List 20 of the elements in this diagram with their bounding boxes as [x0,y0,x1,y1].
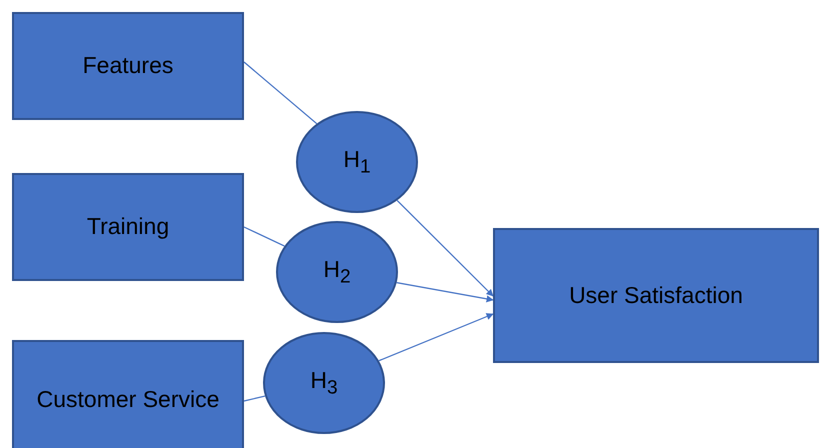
hypothesis-ellipse [263,332,385,434]
construct-label: User Satisfaction [569,280,743,310]
hypothesis-ellipse [296,111,418,213]
hypothesis-label: H$_{1}$ [343,144,371,180]
arrow [378,313,494,362]
construct-label: Features [82,51,174,80]
construct-box [12,340,244,448]
connector-line [244,396,266,402]
construct-box [12,173,244,281]
hypothesis-label: H$_{3}$ [310,366,338,400]
construct-label: Customer Service [36,385,220,414]
construct-label: Training [86,212,170,242]
connector-line [244,62,318,124]
construct-box [12,12,244,120]
construct-box [493,228,819,363]
arrow [396,200,494,296]
arrow [396,282,494,302]
connector-line [244,226,285,247]
hypothesis-label: H$_{2}$ [323,254,351,290]
hypothesis-ellipse [276,221,398,323]
